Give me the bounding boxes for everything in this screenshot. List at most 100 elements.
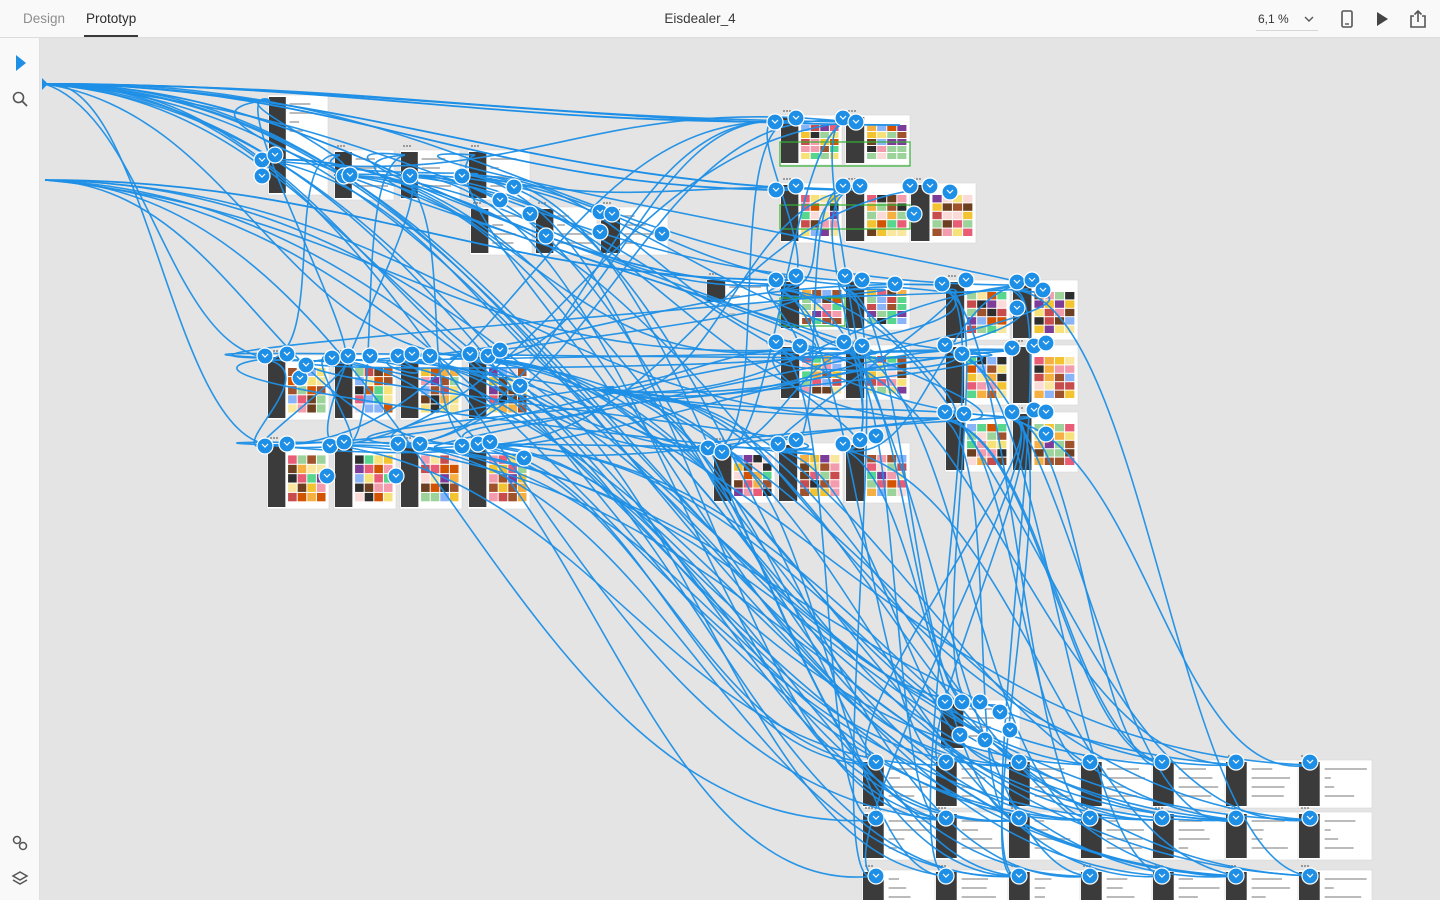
wire-handle[interactable] <box>537 227 555 245</box>
wire-handle[interactable] <box>976 731 994 749</box>
prototype-canvas[interactable] <box>40 38 1440 900</box>
select-pointer-icon[interactable] <box>11 54 29 72</box>
wire-handle[interactable] <box>941 183 959 201</box>
wire-handle[interactable] <box>335 433 353 451</box>
wire-handle[interactable] <box>787 109 805 127</box>
artboard-thumbnail[interactable] <box>333 437 397 510</box>
wire-handle[interactable] <box>851 177 869 195</box>
wire-handle[interactable] <box>936 693 954 711</box>
wire-handle[interactable] <box>937 809 955 827</box>
layers-icon[interactable] <box>11 870 29 888</box>
wire-handle[interactable] <box>401 167 419 185</box>
wire-handle[interactable] <box>505 178 523 196</box>
wire-handle[interactable] <box>1301 809 1319 827</box>
wire-handle[interactable] <box>256 347 274 365</box>
wire-handle[interactable] <box>767 181 785 199</box>
wire-handle[interactable] <box>901 177 919 195</box>
wire-handle[interactable] <box>1010 867 1028 885</box>
wire-handle[interactable] <box>278 435 296 453</box>
wire-handle[interactable] <box>847 113 865 131</box>
wire-handle[interactable] <box>339 347 357 365</box>
wire-handle[interactable] <box>936 403 954 421</box>
wire-handle[interactable] <box>713 443 731 461</box>
wire-handle[interactable] <box>421 347 439 365</box>
wire-handle[interactable] <box>1003 403 1021 421</box>
wire-handle[interactable] <box>1081 809 1099 827</box>
wire-handle[interactable] <box>1001 721 1019 739</box>
wire-handle[interactable] <box>787 177 805 195</box>
wire-handle[interactable] <box>278 345 296 363</box>
wire-handle[interactable] <box>767 271 785 289</box>
wire-handle[interactable] <box>886 275 904 293</box>
wire-handle[interactable] <box>933 275 951 293</box>
wire-handle[interactable] <box>1301 867 1319 885</box>
wire-handle[interactable] <box>1008 299 1026 317</box>
share-icon[interactable] <box>1408 9 1428 29</box>
wire-handle[interactable] <box>921 177 939 195</box>
wire-handle[interactable] <box>787 267 805 285</box>
tab-prototype[interactable]: Prototyp <box>84 0 139 37</box>
wire-handle[interactable] <box>1227 867 1245 885</box>
wire-handle[interactable] <box>867 867 885 885</box>
wire-handle[interactable] <box>266 146 284 164</box>
wire-handle[interactable] <box>323 349 341 367</box>
wire-handle[interactable] <box>1037 425 1055 443</box>
wire-handle[interactable] <box>937 753 955 771</box>
zoom-dropdown[interactable]: 6,1 % <box>1256 8 1318 31</box>
wire-handle[interactable] <box>515 449 533 467</box>
wire-handle[interactable] <box>766 113 784 131</box>
device-preview-icon[interactable] <box>1337 9 1357 29</box>
wire-handle[interactable] <box>937 867 955 885</box>
wire-handle[interactable] <box>1037 334 1055 352</box>
wire-handle[interactable] <box>1227 753 1245 771</box>
wire-handle[interactable] <box>991 703 1009 721</box>
wire-handle[interactable] <box>1153 867 1171 885</box>
wire-handle[interactable] <box>253 167 271 185</box>
wire-handle[interactable] <box>491 191 509 209</box>
wire-handle[interactable] <box>256 437 274 455</box>
wire-handle[interactable] <box>835 333 853 351</box>
wire-handle[interactable] <box>653 225 671 243</box>
wire-handle[interactable] <box>1034 281 1052 299</box>
wire-handle[interactable] <box>1003 339 1021 357</box>
wire-handle[interactable] <box>521 205 539 223</box>
wire-handle[interactable] <box>453 167 471 185</box>
wire-handle[interactable] <box>834 435 852 453</box>
wire-handle[interactable] <box>951 726 969 744</box>
wire-handle[interactable] <box>834 177 852 195</box>
wire-handle[interactable] <box>591 223 609 241</box>
wire-handle[interactable] <box>867 427 885 445</box>
wire-handle[interactable] <box>1010 809 1028 827</box>
wire-handle[interactable] <box>957 271 975 289</box>
wire-handle[interactable] <box>953 693 971 711</box>
wire-handle[interactable] <box>955 405 973 423</box>
wire-handle[interactable] <box>603 205 621 223</box>
wire-handle[interactable] <box>867 753 885 771</box>
tab-design[interactable]: Design <box>23 11 66 26</box>
wire-handle[interactable] <box>411 435 429 453</box>
wire-handle[interactable] <box>836 267 854 285</box>
wire-handle[interactable] <box>1023 271 1041 289</box>
wire-handle[interactable] <box>936 336 954 354</box>
wire-handle[interactable] <box>851 431 869 449</box>
wire-handle[interactable] <box>853 271 871 289</box>
wire-handle[interactable] <box>867 809 885 827</box>
plugins-icon[interactable] <box>11 834 29 852</box>
wire-handle[interactable] <box>403 345 421 363</box>
wire-handle[interactable] <box>341 166 359 184</box>
wire-handle[interactable] <box>769 435 787 453</box>
home-start-marker-icon[interactable] <box>42 78 48 90</box>
wire-handle[interactable] <box>767 333 785 351</box>
wire-handle[interactable] <box>361 347 379 365</box>
wire-handle[interactable] <box>791 337 809 355</box>
wire-handle[interactable] <box>481 433 499 451</box>
wire-handle[interactable] <box>1081 867 1099 885</box>
wire-handle[interactable] <box>461 345 479 363</box>
wire-handle[interactable] <box>1153 753 1171 771</box>
wire-handle[interactable] <box>853 337 871 355</box>
wire-handle[interactable] <box>953 345 971 363</box>
wire-handle[interactable] <box>387 467 405 485</box>
wire-handle[interactable] <box>389 347 407 365</box>
wire-handle[interactable] <box>787 431 805 449</box>
zoom-search-icon[interactable] <box>11 90 29 108</box>
